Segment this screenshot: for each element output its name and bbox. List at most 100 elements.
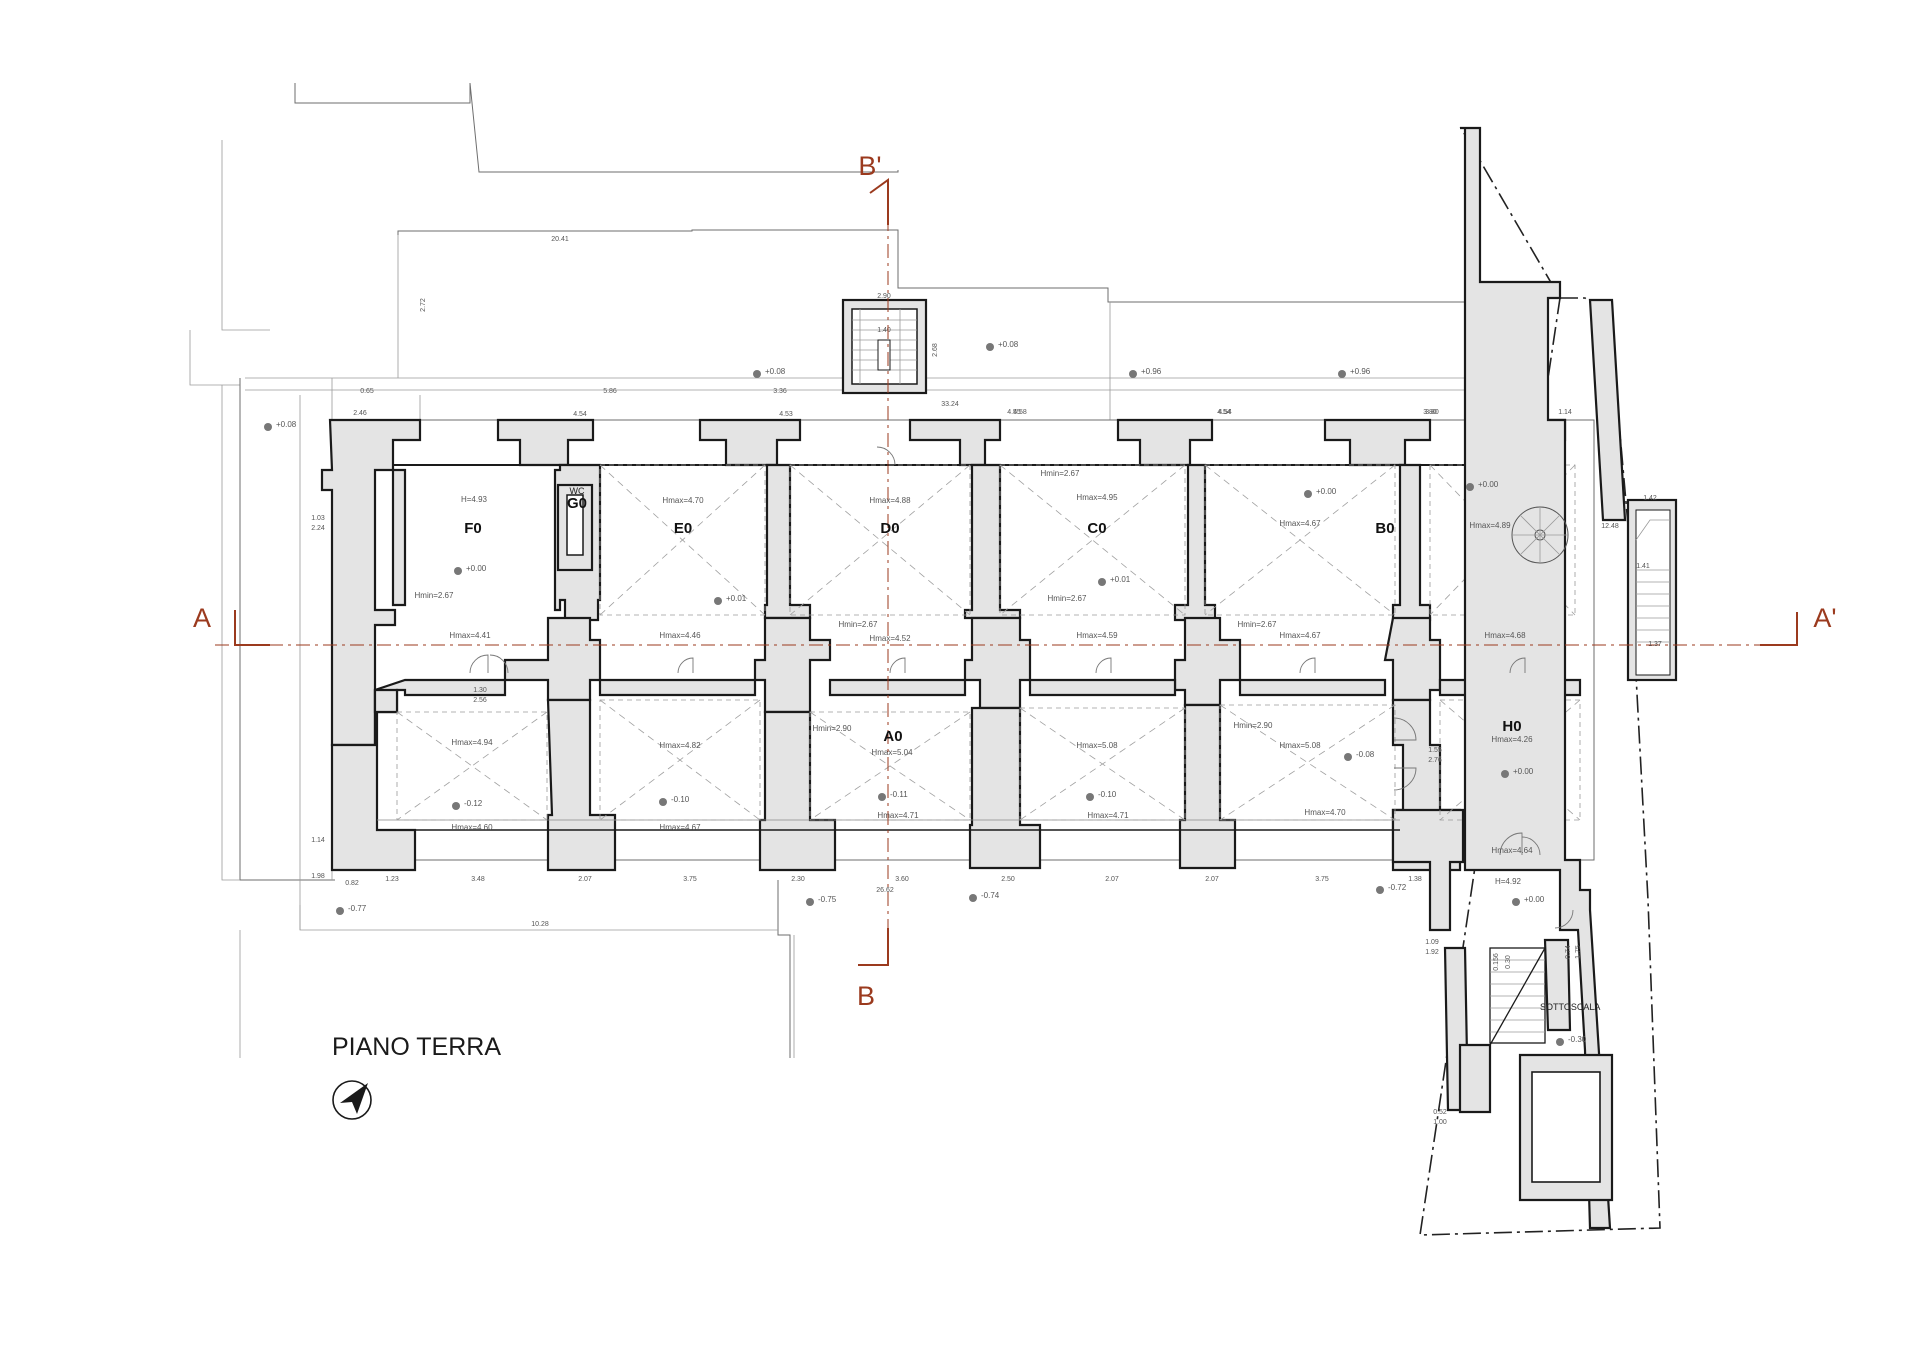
h-cor-6: Hmax=4.68 — [1484, 631, 1526, 640]
level-marker-icon: +0.08 — [264, 420, 297, 431]
dim-b3: 2.07 — [578, 876, 592, 883]
section-label-b-prime: B' — [858, 151, 881, 181]
level-marker-icon: -0.30 — [1556, 1035, 1587, 1046]
level-l1: +0.08 — [276, 420, 297, 429]
level-l20: -0.72 — [1388, 883, 1407, 892]
level-marker-icon: -0.74 — [969, 891, 1000, 902]
dim-st6: 1.75 — [1575, 945, 1582, 959]
section-axes: A A' B' B — [193, 151, 1837, 1011]
dim-t8: 1.14 — [1558, 409, 1572, 416]
level-l3: +0.08 — [998, 340, 1019, 349]
h-cor-2: Hmax=4.46 — [659, 631, 701, 640]
dim-s3: 4.53 — [779, 411, 793, 418]
room-labels: F0 E0 D0 C0 B0 A0 H0 — [464, 520, 1521, 745]
level-l9: +0.01 — [1110, 575, 1131, 584]
dim-top-20: 20.41 — [551, 236, 569, 243]
level-l4: +0.96 — [1141, 367, 1162, 376]
h-f0-min: Hmin=2.67 — [415, 591, 454, 600]
dim-t6: 4.54 — [1217, 409, 1231, 416]
dim-b9: 2.07 — [1205, 876, 1219, 883]
level-marker-icon: +0.01 — [714, 594, 747, 605]
level-l16: +0.00 — [1513, 767, 1534, 776]
dim-ph4: 2.76 — [1428, 757, 1442, 764]
dim-b10: 3.75 — [1315, 876, 1329, 883]
dim-st4: 0.30 — [1505, 955, 1512, 969]
h-e0-max: Hmax=4.70 — [662, 496, 704, 505]
level-l8: +0.01 — [726, 594, 747, 603]
wc-label: WC — [570, 486, 585, 496]
level-l5: +0.96 — [1350, 367, 1371, 376]
dim-ext4: 1.41 — [1636, 563, 1650, 570]
dim-ph1: 1.30 — [473, 687, 487, 694]
h-b0-max: Hmax=4.67 — [1279, 519, 1321, 528]
level-marker-icon: -0.10 — [1086, 790, 1117, 801]
north-arrow-icon — [332, 1080, 372, 1120]
h-h0-a: Hmax=4.64 — [1491, 846, 1533, 855]
doors — [469, 446, 1574, 929]
dim-t2: 5.86 — [603, 388, 617, 395]
level-l21: +0.00 — [1524, 895, 1545, 904]
dim-t3: 3.36 — [773, 388, 787, 395]
level-l19: -0.74 — [981, 891, 1000, 900]
dim-b4: 3.75 — [683, 876, 697, 883]
level-l15: -0.08 — [1356, 750, 1375, 759]
room-label-d0: D0 — [880, 520, 899, 537]
h-h0-b: H=4.92 — [1495, 877, 1522, 886]
h-c0-max: Hmax=4.95 — [1076, 493, 1118, 502]
dim-st2: 1.92 — [1425, 949, 1439, 956]
level-l6: +0.00 — [1316, 487, 1337, 496]
dim-st5: 0.74 — [1565, 945, 1572, 959]
height-annotations: H=4.93 Hmin=2.67 Hmax=4.70 Hmax=4.88 Hma… — [415, 469, 1534, 886]
level-marker-icon: -0.72 — [1376, 883, 1407, 894]
h-cor-3: Hmax=4.52 — [869, 634, 911, 643]
level-marker-icon: +0.96 — [1338, 367, 1371, 378]
section-label-a-prime: A' — [1813, 603, 1836, 633]
dim-top-268: 2.68 — [932, 343, 939, 357]
level-marker-icon: +0.00 — [1466, 480, 1499, 491]
section-label-b: B — [857, 981, 875, 1011]
dim-b11: 1.38 — [1408, 876, 1422, 883]
h-row-5: Hmax=4.70 — [1304, 808, 1346, 817]
level-l18: -0.75 — [818, 895, 837, 904]
bottom-walls — [330, 688, 1465, 932]
dim-s6: 3.80 — [1425, 409, 1439, 416]
level-markers: +0.08 +0.08 +0.08 +0.96 +0.96 +0.00 +0.0… — [264, 340, 1587, 1046]
dimension-labels: 20.41 2.72 2.68 0.65 5.86 3.36 33.24 4.5… — [311, 236, 1662, 1126]
room-label-b0: B0 — [1375, 520, 1394, 537]
dim-st7: 0.52 — [1433, 1109, 1447, 1116]
h-bot-2: Hmax=4.82 — [659, 741, 701, 750]
h-c0-min2: Hmin=2.67 — [1048, 594, 1087, 603]
drawing-title: PIANO TERRA — [332, 1033, 501, 1061]
h-row-2: Hmax=4.67 — [659, 823, 701, 832]
dim-st1: 1.09 — [1425, 939, 1439, 946]
level-marker-icon: +0.00 — [454, 564, 487, 575]
h-row-3: Hmax=4.71 — [877, 811, 919, 820]
dim-s2: 4.54 — [573, 411, 587, 418]
dim-t4: 33.24 — [941, 401, 959, 408]
h-h0-top: Hmax=4.89 — [1469, 521, 1511, 530]
vault-diagonals — [396, 464, 1581, 821]
dim-t1: 0.65 — [360, 388, 374, 395]
right-wing: SOTTOSCALA — [1419, 126, 1678, 1236]
level-marker-icon: -0.08 — [1344, 750, 1375, 761]
h-d0-max: Hmax=4.88 — [869, 496, 911, 505]
level-l12: -0.10 — [671, 795, 690, 804]
dim-ext3: 12.48 — [1601, 523, 1619, 530]
h-bot-5: Hmax=5.08 — [1279, 741, 1321, 750]
dim-ph3: 1.55 — [1428, 747, 1442, 754]
dim-s4: 4.55 — [1007, 409, 1021, 416]
level-l13: -0.11 — [890, 790, 908, 799]
h-bot-min: Hmin=2.90 — [813, 724, 852, 733]
h-f0-max: H=4.93 — [461, 495, 488, 504]
level-marker-icon: +0.00 — [1501, 767, 1534, 778]
h-cor-min1: Hmin=2.67 — [839, 620, 878, 629]
h-bot-3: Hmax=5.04 — [871, 748, 913, 757]
h-bot-4: Hmax=5.08 — [1076, 741, 1118, 750]
dim-b5: 2.30 — [791, 876, 805, 883]
wc-g0-room: G0 WC — [556, 483, 594, 572]
level-marker-icon: +0.00 — [1304, 487, 1337, 498]
dim-top-140: 1.40 — [877, 327, 891, 334]
h-bot-min2: Hmin=2.90 — [1234, 721, 1273, 730]
level-marker-icon: +0.08 — [986, 340, 1019, 351]
